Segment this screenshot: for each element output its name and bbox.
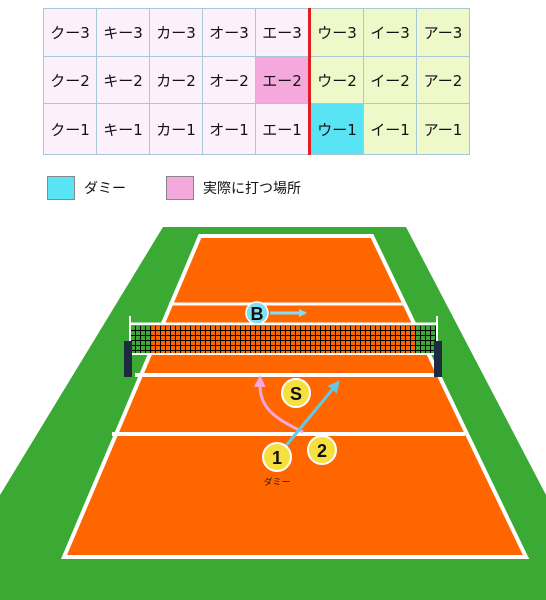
net-pole-left [124,341,132,377]
legend-dummy-label: ダミー [84,181,126,197]
zone-cell: クー1 [43,103,97,155]
zone-cell: ウー1 [309,103,364,155]
legend-attack-label: 実際に打つ場所 [203,181,301,197]
blocker-b-label: B [251,304,264,324]
zone-cell: ウー2 [309,56,364,104]
net-mesh-right [415,325,437,353]
legend-attack: 実際に打つ場所 [166,176,301,200]
zone-cell: アー2 [416,56,470,104]
zone-cell: キー3 [96,8,150,57]
zone-cell: キー1 [96,103,150,155]
zone-cell: エー2 [255,56,311,104]
player-1 [262,442,292,472]
zone-cell: カー3 [149,8,203,57]
zone-cell: エー3 [255,8,311,57]
zone-cell: イー1 [363,103,417,155]
volleyball-court-diagram: B S 1 ダミー 2 [0,227,546,600]
setter-s-label: S [290,384,302,404]
zone-cell: カー2 [149,56,203,104]
zone-cell: エー1 [255,103,311,155]
zone-cell: オー1 [202,103,256,155]
setter-s [281,378,311,408]
player-2-label: 2 [317,441,327,461]
net-pole-right [434,341,442,377]
player-1-label: 1 [272,448,282,468]
net-mesh-left [130,325,152,353]
zone-cell: イー3 [363,8,417,57]
attack-path-arrow [253,375,304,434]
zone-cell: オー2 [202,56,256,104]
zone-cell: アー3 [416,8,470,57]
legend-dummy: ダミー [47,176,126,200]
attack-swatch [166,176,194,200]
dummy-caption: ダミー [263,476,290,488]
zone-cell: オー3 [202,8,256,57]
zone-cell: アー1 [416,103,470,155]
zone-cell: キー2 [96,56,150,104]
zone-cell: ウー3 [309,8,364,57]
zone-cell: クー2 [43,56,97,104]
zone-cell: カー1 [149,103,203,155]
net-mesh [130,325,437,353]
blocker-b [245,301,269,325]
zone-cell: クー3 [43,8,97,57]
player-2 [307,435,337,465]
dummy-path-arrow [283,380,340,448]
zone-cell: イー2 [363,56,417,104]
dummy-swatch [47,176,75,200]
